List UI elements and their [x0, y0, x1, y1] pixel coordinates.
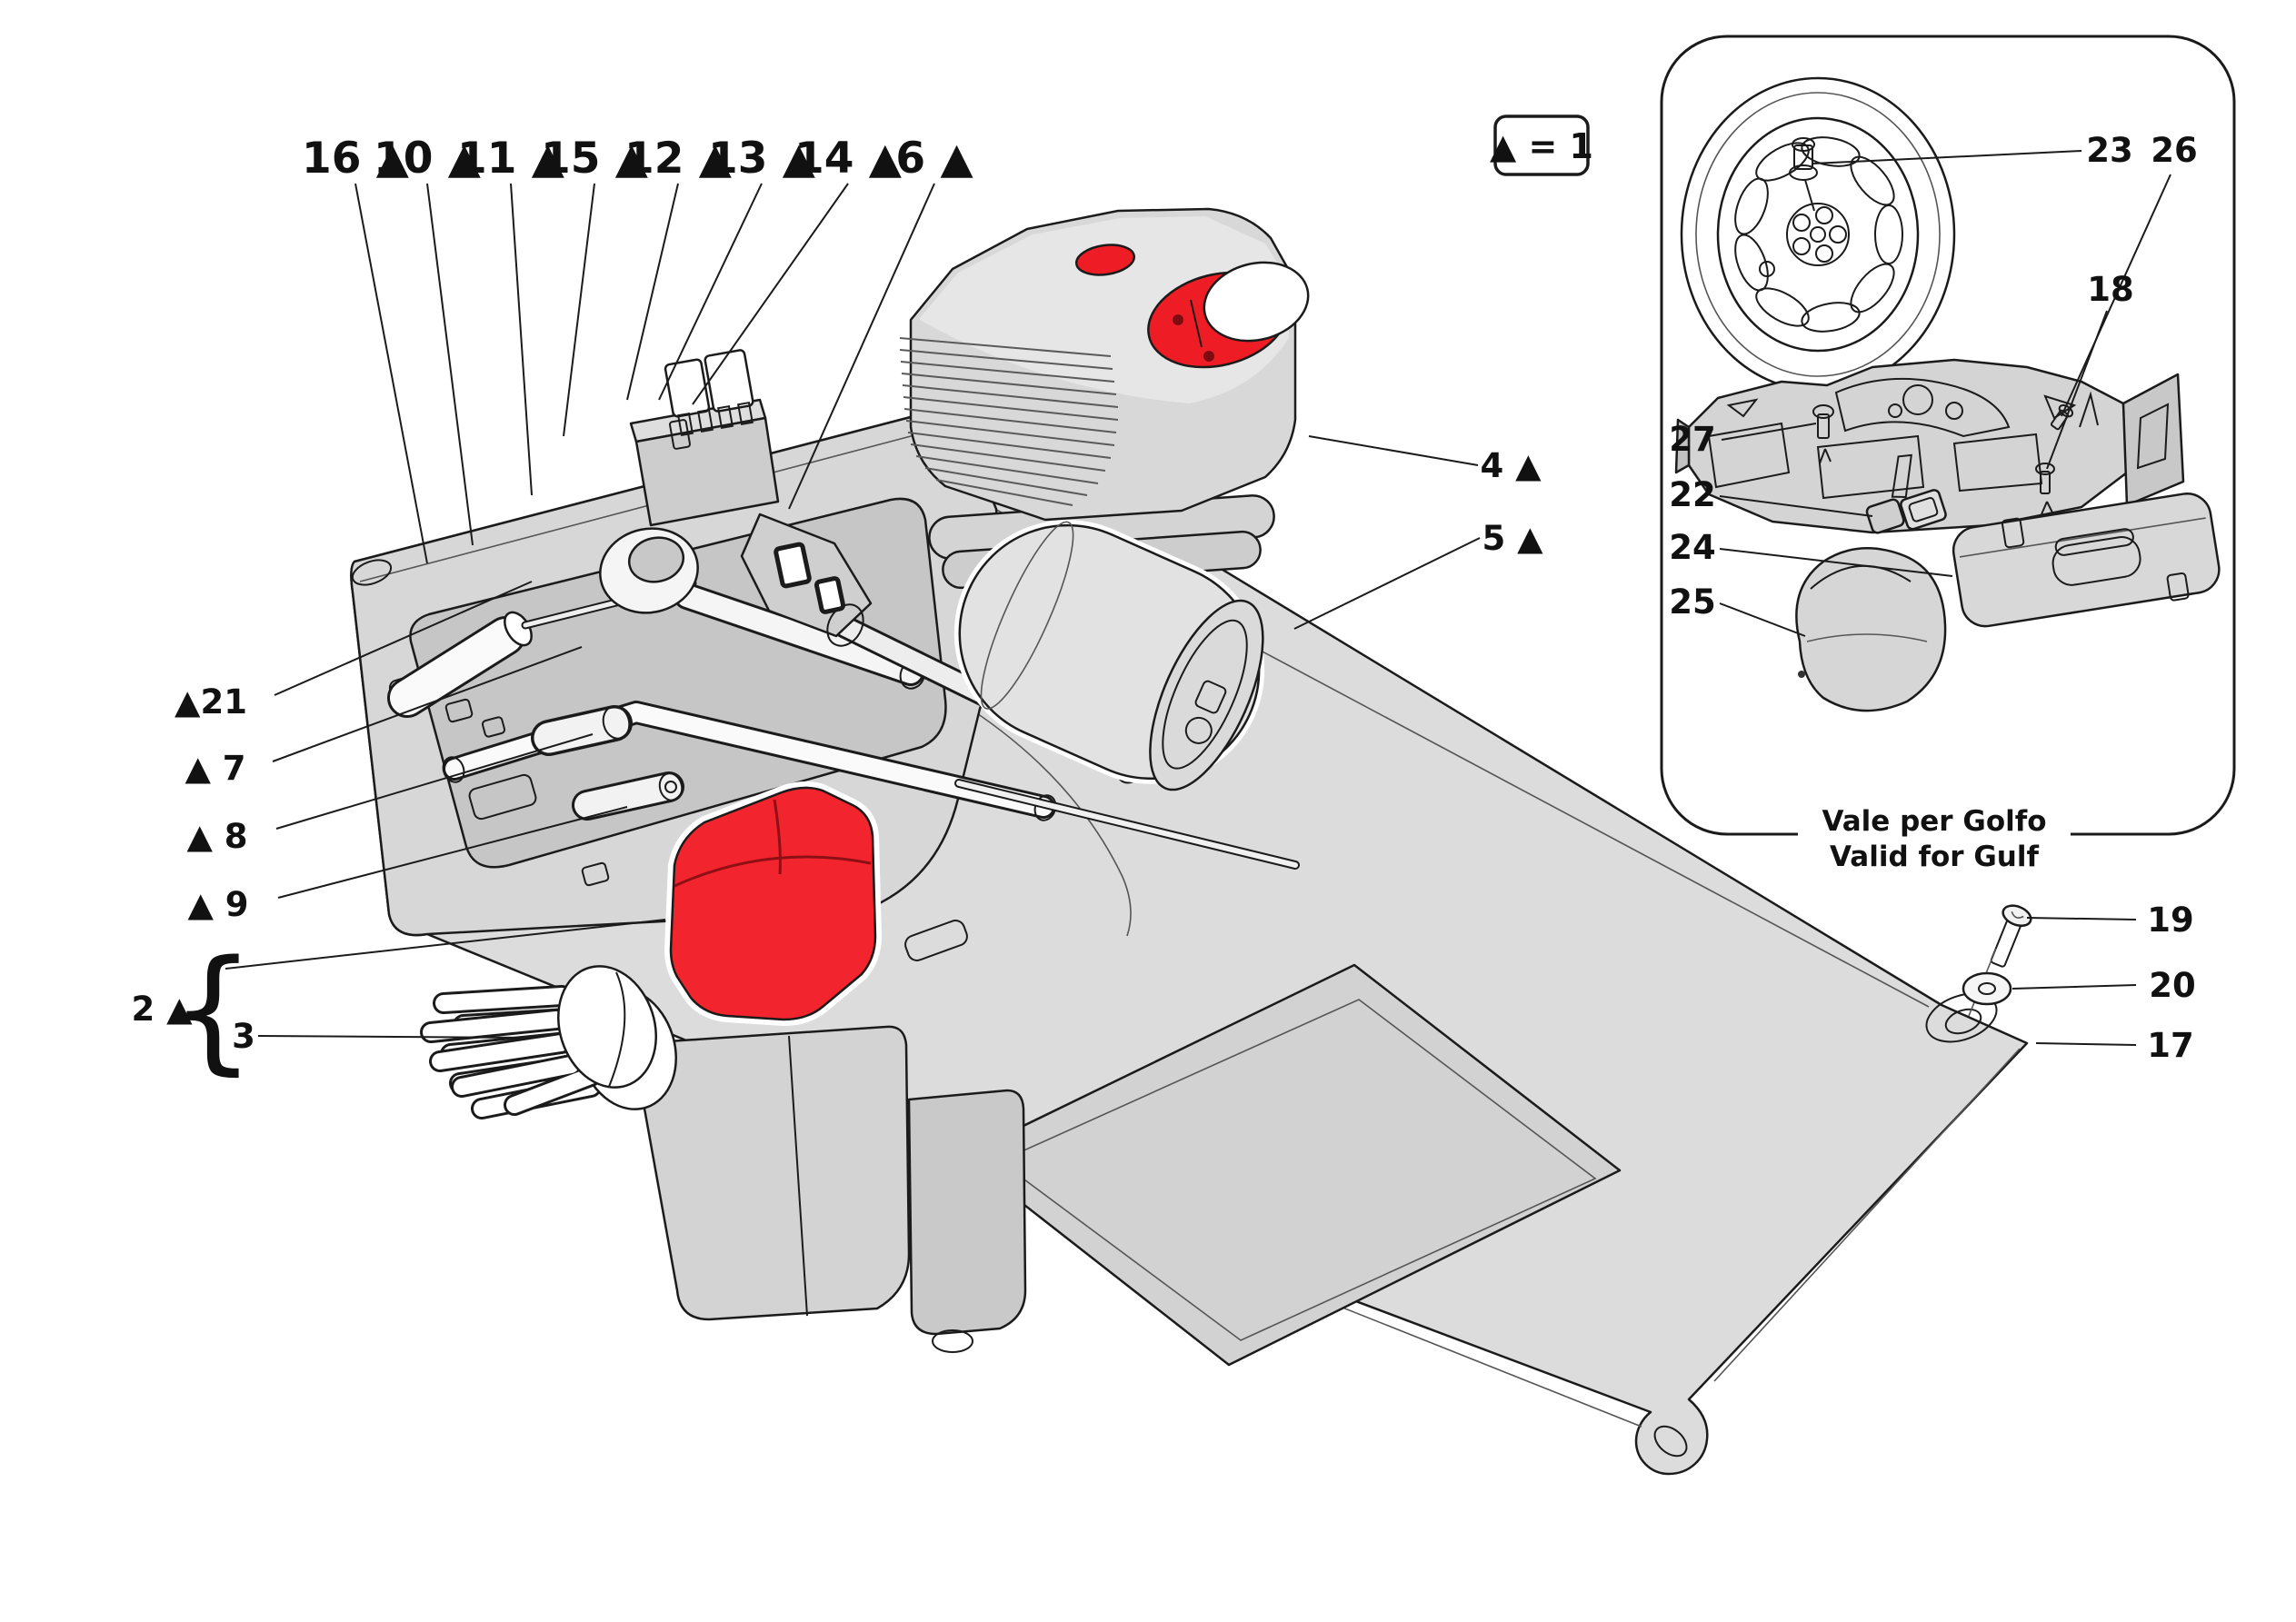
- callout-3: 3: [232, 1017, 255, 1056]
- callout-15: 15 ▲: [541, 134, 648, 184]
- spare-wheel: [1680, 76, 1956, 393]
- under-tray-tubs: [634, 1025, 1027, 1353]
- sealant-canister: [953, 520, 1265, 791]
- canister-nozzle: [1184, 716, 1213, 744]
- callout-27: 27: [1669, 420, 1716, 459]
- callout-16: 16 ▲: [302, 134, 409, 184]
- callout-24: 24: [1669, 528, 1716, 567]
- callout-18: 18: [2087, 270, 2134, 309]
- inset-caption-line1: Vale per Golfo: [1822, 805, 2046, 838]
- callout-8: ▲ 8: [186, 817, 247, 856]
- strap-buckle: [1865, 453, 1947, 534]
- fuse-icon: [704, 349, 754, 413]
- compressor-power-button: [1074, 244, 1136, 276]
- callout-7: ▲ 7: [185, 749, 245, 788]
- tool-case: [1952, 492, 2221, 628]
- screw-hole: [1944, 1008, 1982, 1035]
- bracket-bolt-18: [2035, 463, 2055, 515]
- fuse-icon: [664, 358, 711, 418]
- corner-notch: [1925, 992, 1998, 1043]
- wheel-socket: [572, 771, 684, 821]
- compressor-knob: [1203, 261, 1310, 343]
- wheel-retaining-bolt: [1789, 137, 1818, 212]
- legend-text: ▲ = 1: [1490, 126, 1593, 166]
- callout-brace: {: [170, 931, 255, 1088]
- screwdriver: [387, 579, 697, 718]
- wheel-bracket: [1674, 358, 2185, 534]
- tab-hole: [1653, 1425, 1688, 1458]
- callout-9: ▲ 9: [187, 885, 248, 924]
- callout-22: 22: [1669, 475, 1716, 514]
- legend-box: ▲ = 1: [1490, 114, 1593, 176]
- inset-caption-line2: Valid for Gulf: [1830, 841, 2039, 873]
- callout-5: 5 ▲: [1482, 519, 1543, 558]
- socket-adapter: [531, 705, 633, 756]
- callout-13: 13 ▲: [708, 134, 815, 184]
- callout-26: 26: [2151, 131, 2198, 170]
- callout-20: 20: [2149, 966, 2196, 1005]
- callout-23: 23: [2086, 131, 2133, 170]
- screw-19: [1990, 904, 2032, 968]
- callout-25: 25: [1669, 582, 1716, 622]
- callout-4: 4 ▲: [1480, 446, 1542, 485]
- callout-11: 11 ▲: [457, 134, 564, 184]
- callout-10: 10 ▲: [374, 134, 481, 184]
- callout-2: 2 ▲: [131, 990, 193, 1029]
- callout-labels: 16 ▲ 10 ▲ 11 ▲ 15 ▲ 12 ▲ 13 ▲ 14 ▲ 6 ▲ ▲…: [131, 131, 2197, 1088]
- callout-19: 19: [2147, 901, 2194, 940]
- washer-20: [1962, 971, 2012, 1006]
- screw-26: [2050, 404, 2074, 431]
- callout-12: 12 ▲: [624, 134, 732, 184]
- fuse-puller-icon: [669, 419, 691, 450]
- callout-14: 14 ▲: [794, 134, 902, 184]
- extension-rod: [954, 779, 1300, 870]
- callout-21: ▲21: [175, 682, 247, 721]
- panel-recess: [960, 963, 1622, 1367]
- gloves: [420, 965, 677, 1119]
- callout-6: 6 ▲: [895, 134, 973, 184]
- bracket-bolt-27: [1812, 404, 1834, 464]
- relay-fuse-cluster: [629, 349, 780, 527]
- highlighted-red-box: [664, 781, 883, 1027]
- panel-slot: [904, 920, 968, 961]
- callout-17: 17: [2147, 1026, 2194, 1065]
- tow-hook: [599, 527, 926, 690]
- inset-box: Vale per Golfo Valid for Gulf: [1660, 35, 2236, 873]
- leader-lines: [225, 150, 2171, 1046]
